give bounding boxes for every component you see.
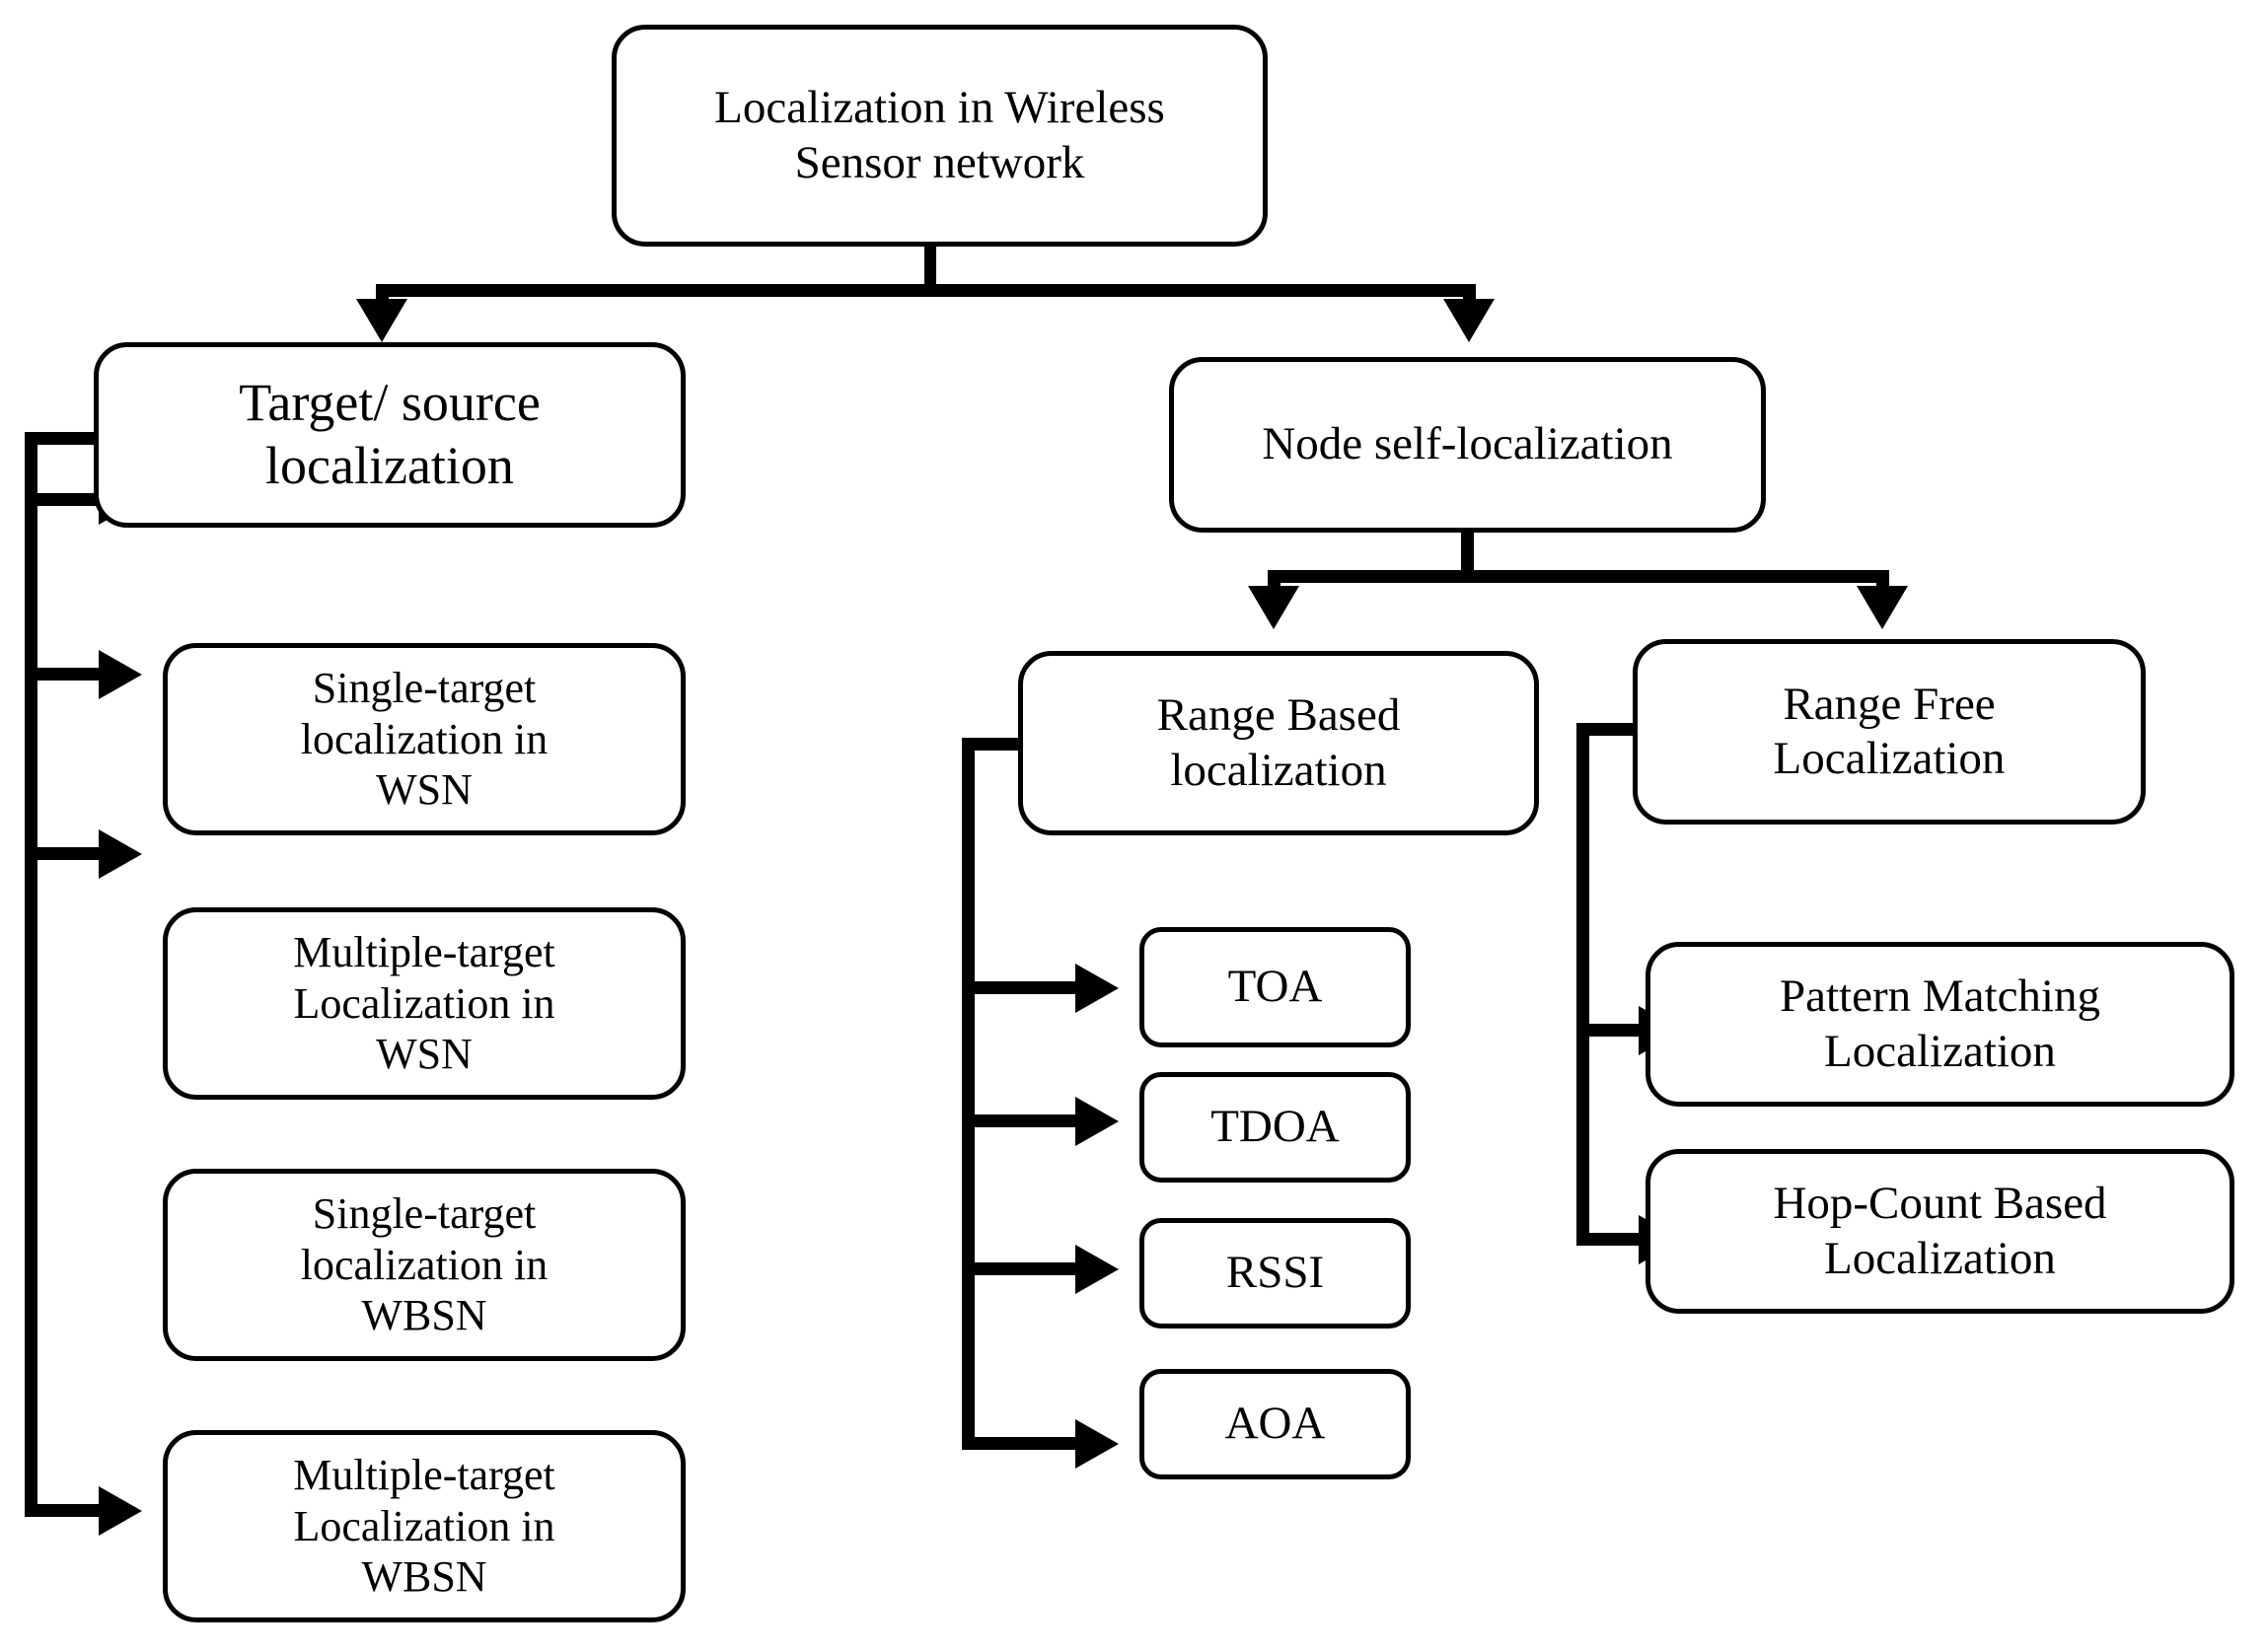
node-rssi-label: RSSI xyxy=(1225,1247,1325,1299)
node-multiple-target-wsn[interactable]: Multiple-target Localization in WSN xyxy=(163,907,686,1100)
arrow-to-range-free xyxy=(1857,586,1908,629)
node-tdoa[interactable]: TDOA xyxy=(1139,1072,1411,1183)
node-root[interactable]: Localization in Wireless Sensor network xyxy=(612,25,1268,247)
arrow-to-multiple-target-wsn xyxy=(99,650,142,699)
connector-root-bus xyxy=(376,284,1476,297)
arrow-to-toa xyxy=(1075,964,1119,1013)
node-single-target-wsn[interactable]: Single-target localization in WSN xyxy=(163,643,686,835)
node-aoa[interactable]: AOA xyxy=(1139,1369,1411,1479)
arrow-to-tdoa xyxy=(1075,1097,1119,1146)
arrow-to-rssi xyxy=(1075,1245,1119,1294)
node-node-self-label: Node self-localization xyxy=(1262,418,1673,470)
connector-range-based-trunk xyxy=(962,738,975,1450)
connector-branch-multiple-wbsn xyxy=(25,1504,106,1517)
node-single-target-wbsn-label: Single-target localization in WBSN xyxy=(300,1188,549,1340)
connector-target-source-trunk xyxy=(25,432,37,1517)
node-range-based-label: Range Based localization xyxy=(1156,689,1401,796)
node-hop-count-localization[interactable]: Hop-Count Based Localization xyxy=(1646,1149,2234,1314)
arrow-root-to-node-self xyxy=(1443,299,1495,342)
node-multiple-target-wbsn[interactable]: Multiple-target Localization in WBSN xyxy=(163,1430,686,1622)
connector-range-based-stub xyxy=(962,738,1023,751)
connector-branch-aoa xyxy=(962,1437,1082,1450)
node-range-free-localization[interactable]: Range Free Localization xyxy=(1633,639,2146,825)
connector-branch-single-wsn xyxy=(25,493,106,506)
arrow-to-range-based xyxy=(1248,586,1299,629)
node-hop-count-label: Hop-Count Based Localization xyxy=(1773,1178,2107,1284)
connector-root-stem xyxy=(924,245,936,290)
connector-node-self-right-leg xyxy=(1876,570,1889,590)
connector-branch-toa xyxy=(962,981,1082,994)
connector-branch-pattern-matching xyxy=(1576,1024,1646,1037)
node-rssi[interactable]: RSSI xyxy=(1139,1218,1411,1329)
connector-branch-tdoa xyxy=(962,1114,1082,1127)
node-node-self-localization[interactable]: Node self-localization xyxy=(1169,357,1766,533)
node-range-free-label: Range Free Localization xyxy=(1773,678,2006,784)
node-aoa-label: AOA xyxy=(1224,1398,1326,1450)
connector-branch-rssi xyxy=(962,1262,1082,1275)
connector-range-free-trunk xyxy=(1576,723,1589,1246)
node-pattern-matching-localization[interactable]: Pattern Matching Localization xyxy=(1646,942,2234,1107)
arrow-root-to-target-source xyxy=(356,299,407,342)
node-single-target-wsn-label: Single-target localization in WSN xyxy=(300,663,549,815)
connector-node-self-left-leg xyxy=(1268,570,1280,590)
node-target-source-label: Target/ source localization xyxy=(239,373,541,495)
arrow-to-single-target-wbsn xyxy=(99,829,142,879)
node-target-source-localization[interactable]: Target/ source localization xyxy=(94,342,686,528)
arrow-to-multiple-target-wbsn xyxy=(99,1486,142,1536)
arrow-to-aoa xyxy=(1075,1419,1119,1469)
node-tdoa-label: TDOA xyxy=(1210,1101,1340,1153)
node-multiple-target-wbsn-label: Multiple-target Localization in WBSN xyxy=(293,1450,555,1602)
node-range-based-localization[interactable]: Range Based localization xyxy=(1018,651,1539,835)
node-toa-label: TOA xyxy=(1227,961,1323,1013)
connector-target-source-stub xyxy=(25,432,102,445)
connector-range-free-stub xyxy=(1576,723,1640,736)
connector-branch-single-wbsn xyxy=(25,847,106,860)
connector-node-self-stem xyxy=(1461,530,1474,573)
connector-node-self-bus xyxy=(1268,570,1889,583)
node-root-label: Localization in Wireless Sensor network xyxy=(714,82,1165,188)
node-pattern-matching-label: Pattern Matching Localization xyxy=(1779,970,2100,1077)
node-single-target-wbsn[interactable]: Single-target localization in WBSN xyxy=(163,1169,686,1361)
node-multiple-target-wsn-label: Multiple-target Localization in WSN xyxy=(293,927,555,1079)
connector-branch-multiple-wsn xyxy=(25,668,106,681)
node-toa[interactable]: TOA xyxy=(1139,927,1411,1047)
connector-branch-hop-count xyxy=(1576,1233,1646,1246)
